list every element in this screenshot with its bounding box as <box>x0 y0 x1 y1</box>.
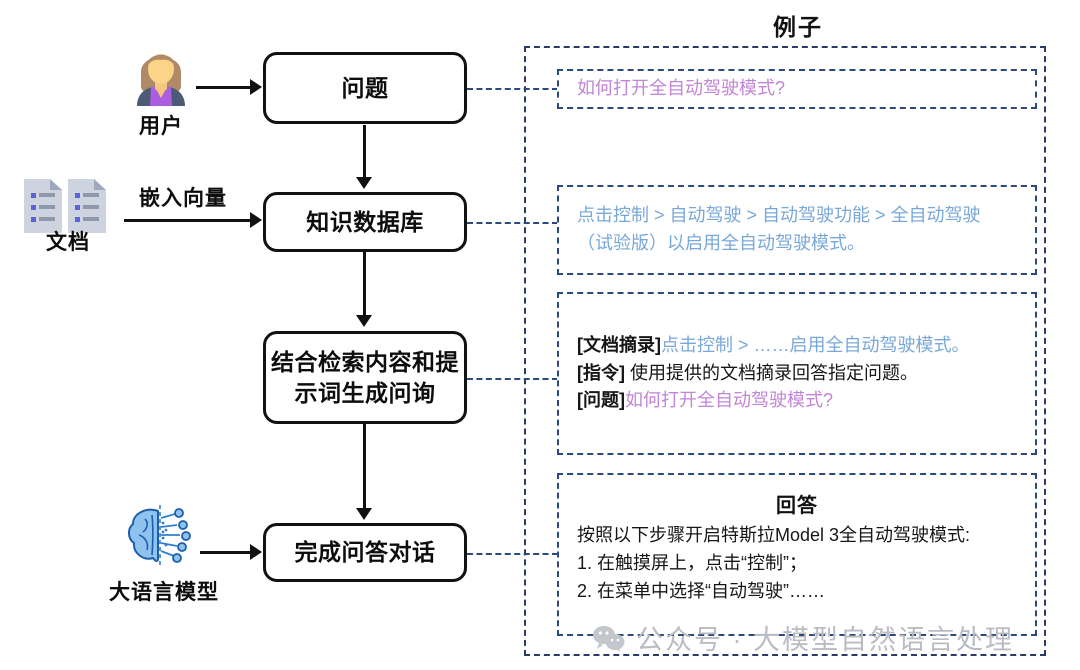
source-label-docs: 文档 <box>46 231 90 254</box>
arrow-llm-to-answer-head <box>250 544 262 560</box>
prompt-text-instruction: 使用提供的文档摘录回答指定问题。 <box>625 362 918 383</box>
prompt-row-instruction: [指令] 使用提供的文档摘录回答指定问题。 <box>577 360 1017 388</box>
connector-question-to-example1 <box>467 88 558 90</box>
prompt-tag-instruction: [指令] <box>577 362 625 383</box>
arrow-question-to-kb-line <box>363 125 366 179</box>
example-retrieved-line-1: 点击控制 > 自动驾驶 > 自动驾驶功能 > 全自动驾驶 <box>577 205 981 226</box>
arrow-user-to-question-line <box>196 86 252 89</box>
example-box-answer: 回答 按照以下步骤开启特斯拉Model 3全自动驾驶模式: 1. 在触摸屏上，点… <box>557 473 1037 636</box>
arrow-docs-to-kb-line <box>124 219 252 222</box>
connector-kb-to-example2 <box>467 222 558 224</box>
brain-ai-icon <box>125 505 197 567</box>
arrow-compose-to-answer-head <box>356 508 372 520</box>
source-label-user: 用户 <box>139 115 183 138</box>
flow-node-answer-dialog[interactable]: 完成问答对话 <box>263 523 467 582</box>
user-avatar-icon <box>128 38 194 108</box>
answer-step-2: 2. 在菜单中选择“自动驾驶”…… <box>577 580 825 601</box>
connector-compose-to-example3 <box>467 378 558 380</box>
prompt-tag-question: [问题] <box>577 390 625 411</box>
arrow-user-to-question-head <box>250 79 262 95</box>
arrow-kb-to-compose-head <box>356 315 372 327</box>
arrow-compose-to-answer-line <box>363 424 366 510</box>
edge-label-embedding: 嵌入向量 <box>139 187 227 210</box>
example-retrieved-line-2: （试验版）以启用全自动驾驶模式。 <box>577 233 865 253</box>
source-label-llm: 大语言模型 <box>109 581 219 604</box>
answer-lead: 按照以下步骤开启特斯拉Model 3全自动驾驶模式: <box>577 525 971 545</box>
prompt-text-question: 如何打开全自动驾驶模式? <box>625 390 834 411</box>
flow-node-compose-query[interactable]: 结合检索内容和提 示词生成问询 <box>263 331 467 424</box>
example-box-prompt: [文档摘录]点击控制 > ……启用全自动驾驶模式。 [指令] 使用提供的文档摘录… <box>557 292 1037 455</box>
example-box-question: 如何打开全自动驾驶模式? <box>557 69 1037 109</box>
flow-node-knowledge-db[interactable]: 知识数据库 <box>263 192 467 252</box>
arrow-kb-to-compose-line <box>363 252 366 317</box>
documents-icon <box>22 175 112 237</box>
examples-title: 例子 <box>773 14 823 40</box>
arrow-llm-to-answer-line <box>200 551 252 554</box>
example-box-retrieved: 点击控制 > 自动驾驶 > 自动驾驶功能 > 全自动驾驶 （试验版）以启用全自动… <box>557 185 1037 275</box>
prompt-text-excerpt: 点击控制 > ……启用全自动驾驶模式。 <box>661 334 970 355</box>
answer-step-1: 1. 在触摸屏上，点击“控制”； <box>577 552 807 573</box>
arrow-question-to-kb-head <box>356 177 372 189</box>
answer-heading: 回答 <box>776 495 818 517</box>
example-question-text: 如何打开全自动驾驶模式? <box>577 78 786 99</box>
examples-container <box>524 46 1046 656</box>
prompt-tag-excerpt: [文档摘录] <box>577 334 661 355</box>
flow-node-question[interactable]: 问题 <box>263 52 467 124</box>
prompt-row-question: [问题]如何打开全自动驾驶模式? <box>577 387 1017 415</box>
prompt-row-excerpt: [文档摘录]点击控制 > ……启用全自动驾驶模式。 <box>577 332 1017 360</box>
arrow-docs-to-kb-head <box>250 212 262 228</box>
connector-answer-to-example4 <box>467 553 558 555</box>
